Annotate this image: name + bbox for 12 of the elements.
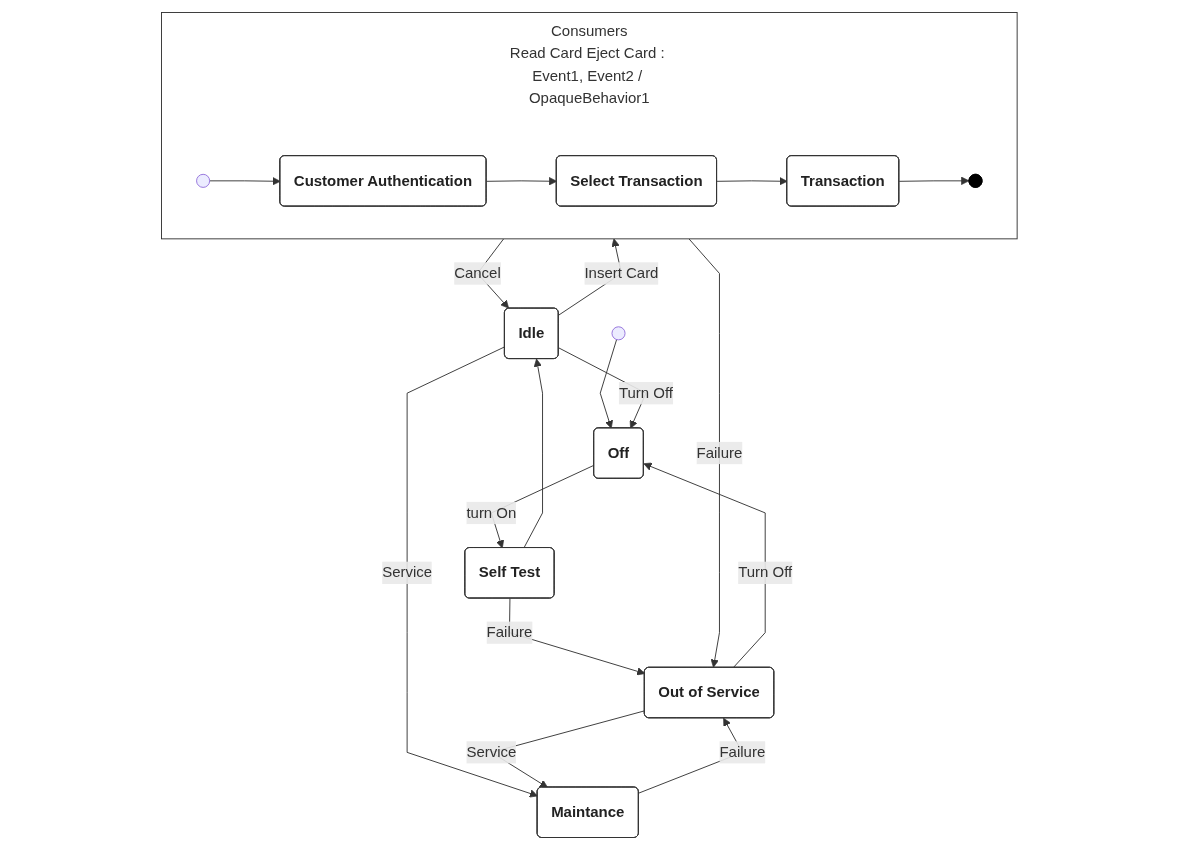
edge-label: Service — [466, 743, 517, 760]
node-circle — [195, 173, 210, 188]
edge-label: Failure — [719, 743, 765, 760]
node-circle — [611, 326, 626, 341]
edge-label: turn On — [466, 504, 517, 521]
edge-label: Failure — [696, 444, 743, 461]
edge-label: Turn Off — [618, 384, 673, 401]
edge-label: Service — [381, 564, 432, 581]
edge-label: Failure — [486, 624, 533, 641]
edge-label: Insert Card — [584, 265, 659, 281]
edge-label: Turn Off — [737, 564, 792, 581]
edge-label: Cancel — [453, 265, 501, 281]
